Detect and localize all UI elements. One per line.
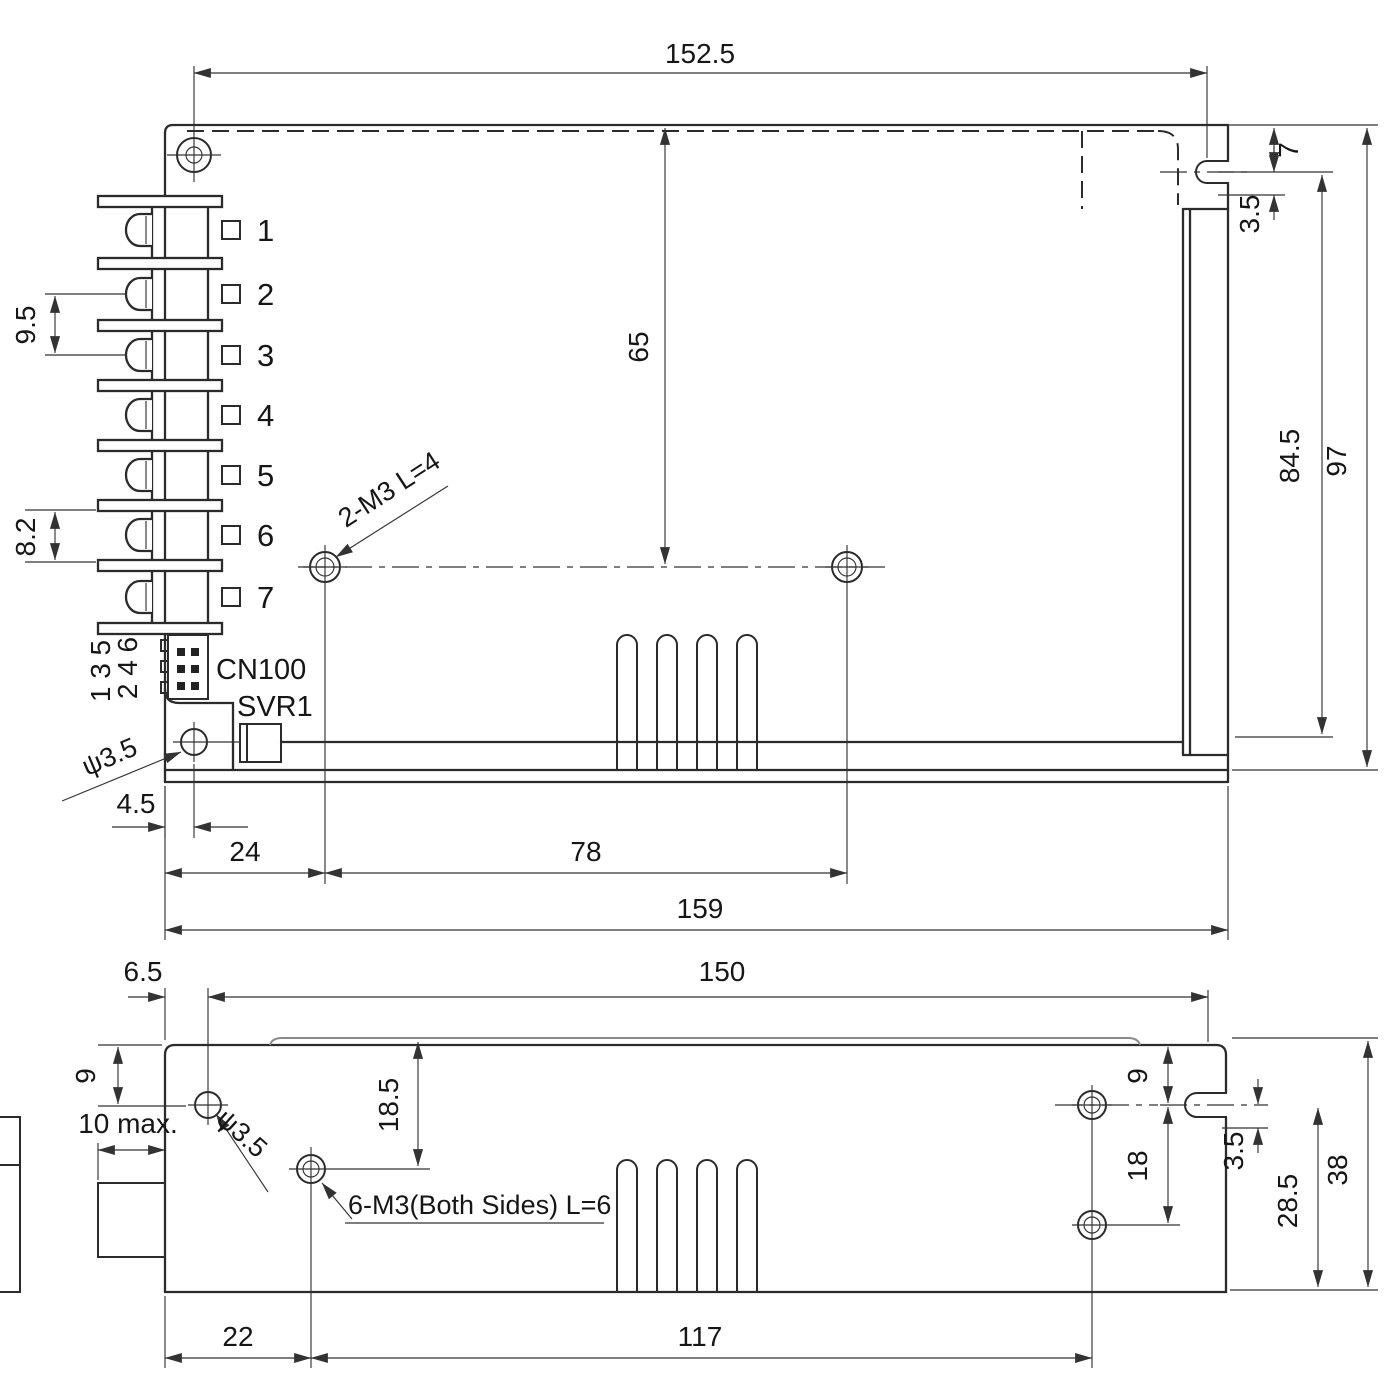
m3-note: 2-M3 L=4 xyxy=(333,446,449,558)
top-left-mounting-hole xyxy=(167,128,221,182)
dim-3-5-top: 3.5 xyxy=(1234,195,1265,234)
side-m3-note-label: 6-M3(Both Sides) L=6 xyxy=(348,1190,611,1220)
terminal-pin-squares xyxy=(221,220,241,607)
terminal-4-label: 4 xyxy=(257,398,274,433)
dim-9-right: 9 xyxy=(1122,1068,1153,1084)
side-chassis-hole: ψ3.5 xyxy=(188,1085,273,1193)
dim-84-5: 84.5 xyxy=(1274,429,1305,484)
terminal-block: 1 2 3 4 5 6 7 xyxy=(96,194,274,636)
svr1-label: SVR1 xyxy=(237,691,313,723)
cn100-pins-even-label: 2 4 6 xyxy=(112,637,143,699)
dim-4-5: 4.5 xyxy=(117,788,156,819)
dim-78: 78 xyxy=(570,836,601,867)
cn100-pins-odd-label: 1 3 5 xyxy=(85,640,116,702)
dim-159: 159 xyxy=(677,893,724,924)
mating-plug-partial xyxy=(0,1116,21,1293)
terminal-2-label: 2 xyxy=(257,277,274,312)
terminal-1-label: 1 xyxy=(257,213,274,248)
dim-152-5: 152.5 xyxy=(665,38,735,69)
side-view-louvers xyxy=(616,1159,758,1293)
top-hole-diameter-label: ψ3.5 xyxy=(77,732,141,782)
dim-6-5: 6.5 xyxy=(124,956,163,987)
dim-9-left: 9 xyxy=(70,1068,101,1084)
dim-24: 24 xyxy=(229,836,260,867)
dim-8-2: 8.2 xyxy=(10,518,41,557)
terminal-screws xyxy=(124,212,152,615)
side-view-dimensions: 6.5 150 9 10 max. 18.5 9 18 3.5 xyxy=(70,956,1378,1368)
side-view: ψ3.5 6-M3(Both Sides) L=6 xyxy=(0,956,1378,1368)
terminal-3-label: 3 xyxy=(257,338,274,373)
top-view: 1 2 3 4 5 6 7 CN100 2 4 6 1 3 5 xyxy=(10,38,1378,940)
dim-65: 65 xyxy=(623,331,654,362)
dim-18-5: 18.5 xyxy=(373,1078,404,1133)
input-connector-block xyxy=(97,1182,166,1258)
top-view-louvers xyxy=(616,634,758,771)
dim-28-5: 28.5 xyxy=(1272,1174,1303,1229)
dim-10-max: 10 max. xyxy=(78,1108,178,1139)
dim-97: 97 xyxy=(1321,445,1352,476)
dim-38: 38 xyxy=(1322,1154,1353,1185)
cn100-label: CN100 xyxy=(216,654,306,686)
terminal-6-label: 6 xyxy=(257,518,274,553)
cn100-connector: CN100 2 4 6 1 3 5 xyxy=(85,634,306,702)
dim-7: 7 xyxy=(1273,142,1304,158)
top-view-dimensions: 152.5 65 7 3.5 84.5 97 9.5 xyxy=(10,38,1378,940)
terminal-7-label: 7 xyxy=(257,580,274,615)
dim-150: 150 xyxy=(699,956,746,987)
dim-117: 117 xyxy=(678,1321,723,1352)
side-m3-hole: 6-M3(Both Sides) L=6 xyxy=(289,1147,611,1368)
side-right-holes xyxy=(1055,1085,1180,1368)
terminal-5-label: 5 xyxy=(257,458,274,493)
side-hole-diameter-label: ψ3.5 xyxy=(211,1103,273,1163)
m3-note-label: 2-M3 L=4 xyxy=(333,446,446,534)
dim-18: 18 xyxy=(1122,1150,1153,1181)
dim-9-5: 9.5 xyxy=(10,306,41,345)
dim-22: 22 xyxy=(222,1321,253,1352)
top-view-case-outline xyxy=(163,66,1285,784)
svr1-potentiometer: SVR1 xyxy=(237,691,313,763)
dim-3-5-side: 3.5 xyxy=(1218,1132,1249,1171)
